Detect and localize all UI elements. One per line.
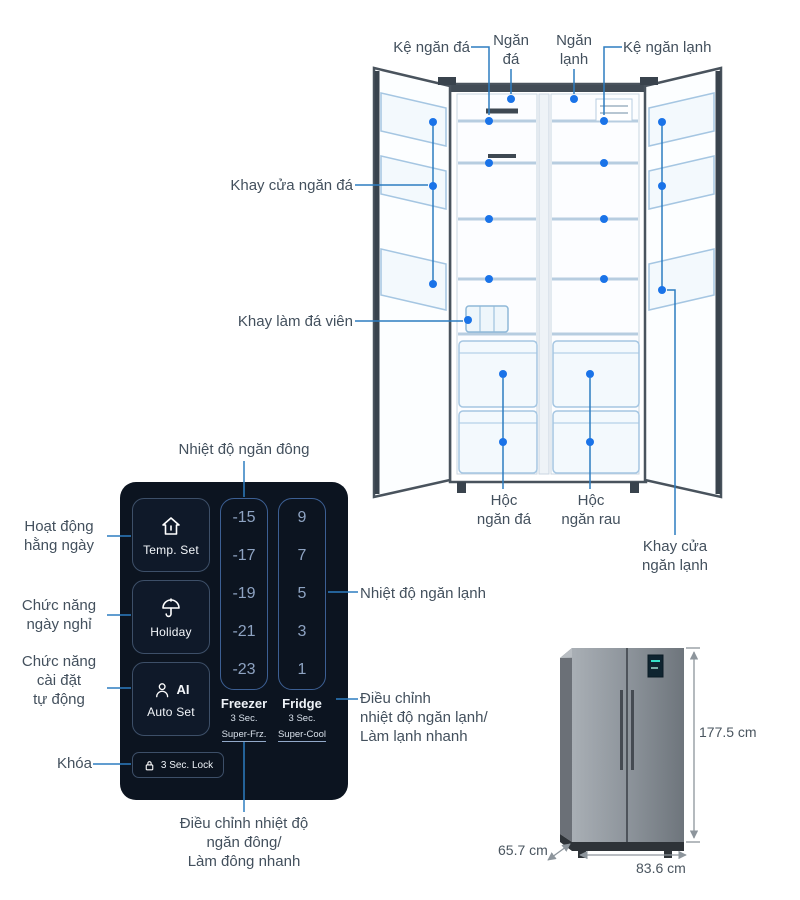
holiday-label: Holiday: [150, 624, 192, 639]
label-freezer-temperature: Nhiệt độ ngăn đông: [178, 441, 310, 458]
freezer-temp-column[interactable]: -15 -17 -19 -21 -23: [220, 498, 268, 690]
ai-person-icon: [155, 682, 168, 697]
fridge-caption-sub2: Super-Cool: [277, 729, 327, 742]
label-fridge-temperature: Nhiệt độ ngăn lạnh: [360, 585, 486, 602]
marker-dots: [429, 95, 666, 446]
ai-prefix: AI: [176, 682, 190, 697]
freezer-temp-value: -23: [232, 661, 256, 678]
ai-auto-set-button[interactable]: AI Auto Set: [132, 662, 210, 736]
fridge-temp-value: 5: [297, 585, 307, 602]
label-auto-setting: Chức năng cài đặt tự động: [21, 653, 97, 708]
freezer-caption-sub1: 3 Sec.: [230, 713, 258, 724]
label-freezer-compartment: Ngăn đá: [493, 32, 529, 68]
temp-set-button[interactable]: Temp. Set: [132, 498, 210, 572]
label-fridge-compartment: Ngăn lạnh: [556, 32, 592, 68]
freezer-temp-value: -15: [232, 509, 256, 526]
temp-set-label: Temp. Set: [143, 542, 199, 557]
control-panel: Temp. Set Holiday AI Auto Set -15 -17 -1…: [120, 482, 348, 800]
label-freezer-adjust: Điều chỉnh nhiệt độ ngăn đông/ Làm đông …: [179, 815, 309, 870]
label-holiday-function: Chức năng ngày nghỉ: [21, 597, 97, 633]
lock-button-label: 3 Sec. Lock: [160, 759, 214, 771]
label-dimension-height: 177.5 cm: [699, 724, 757, 740]
holiday-button[interactable]: Holiday: [132, 580, 210, 654]
label-fridge-shelf: Kệ ngăn lạnh: [623, 39, 712, 56]
label-dimension-depth: 65.7 cm: [498, 842, 548, 858]
label-freezer-door-tray: Khay cửa ngăn đá: [230, 177, 353, 194]
label-fridge-adjust: Điều chỉnh nhiệt độ ngăn lạnh/ Làm lạnh …: [360, 690, 488, 745]
fridge-display: [647, 654, 664, 678]
fridge-temp-value: 3: [297, 623, 307, 640]
freezer-temp-value: -19: [232, 585, 256, 602]
house-icon: [162, 516, 180, 535]
fridge-caption-sub1: 3 Sec.: [288, 713, 316, 724]
fridge-temp-value: 1: [297, 661, 307, 678]
freezer-caption-sub2: Super-Frz.: [221, 729, 267, 742]
freezer-temp-value: -21: [232, 623, 256, 640]
fridge-temp-value: 7: [297, 547, 307, 564]
closed-fridge-illustration: [560, 648, 684, 858]
label-fridge-door-tray: Khay cửa ngăn lạnh: [642, 538, 708, 574]
freezer-caption-title: Freezer: [220, 696, 268, 711]
label-vegetable-drawer: Hộc ngăn rau: [561, 492, 621, 528]
freezer-temp-value: -17: [232, 547, 256, 564]
label-ice-cube-tray: Khay làm đá viên: [237, 313, 353, 330]
auto-set-label: Auto Set: [147, 704, 195, 719]
dimension-arrows: [547, 647, 700, 861]
fridge-temp-column[interactable]: 9 7 5 3 1: [278, 498, 326, 690]
fridge-temp-value: 9: [297, 509, 307, 526]
label-freezer-shelf: Kệ ngăn đá: [393, 39, 470, 56]
fridge-caption-title: Fridge: [282, 696, 322, 711]
lock-button[interactable]: 3 Sec. Lock: [132, 752, 224, 778]
label-lock: Khóa: [56, 755, 92, 772]
open-fridge-illustration: [372, 66, 723, 499]
label-daily-activity: Hoạt động hằng ngày: [23, 518, 95, 554]
freezer-caption: Freezer 3 Sec. Super-Frz.: [212, 696, 276, 742]
lock-icon: [145, 760, 154, 770]
label-freezer-drawer: Hộc ngăn đá: [476, 492, 532, 528]
label-dimension-width: 83.6 cm: [636, 860, 686, 876]
umbrella-icon: [162, 597, 180, 617]
fridge-caption: Fridge 3 Sec. Super-Cool: [270, 696, 334, 742]
